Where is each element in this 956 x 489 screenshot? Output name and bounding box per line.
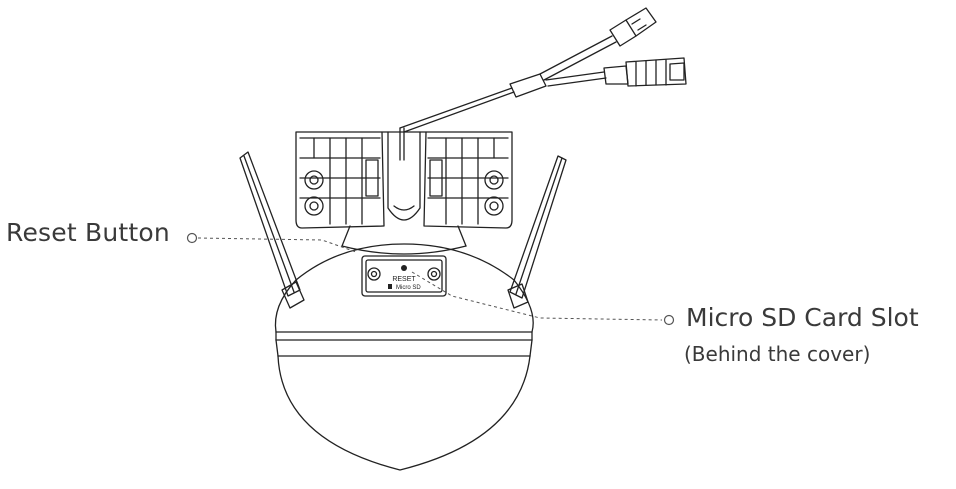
sd-card-slot-label: Micro SD Card Slot: [686, 303, 919, 332]
mounting-bracket: [295, 131, 513, 255]
left-antenna: [239, 151, 305, 309]
sd-callout-marker: [663, 314, 675, 326]
camera-dome: [274, 243, 534, 471]
reset-pinhole: [401, 265, 407, 271]
sd-card-icon: [388, 284, 392, 289]
access-cover-panel: [361, 255, 447, 297]
sd-leader-line: [411, 271, 663, 321]
panel-sd-text: Micro SD: [396, 285, 421, 291]
panel-reset-text: RESET: [392, 276, 416, 283]
reset-button-label: Reset Button: [6, 218, 170, 247]
cable-harness: [399, 7, 687, 161]
right-antenna: [507, 155, 567, 309]
sd-card-slot-note: (Behind the cover): [684, 342, 871, 366]
reset-callout-marker: [186, 232, 198, 244]
